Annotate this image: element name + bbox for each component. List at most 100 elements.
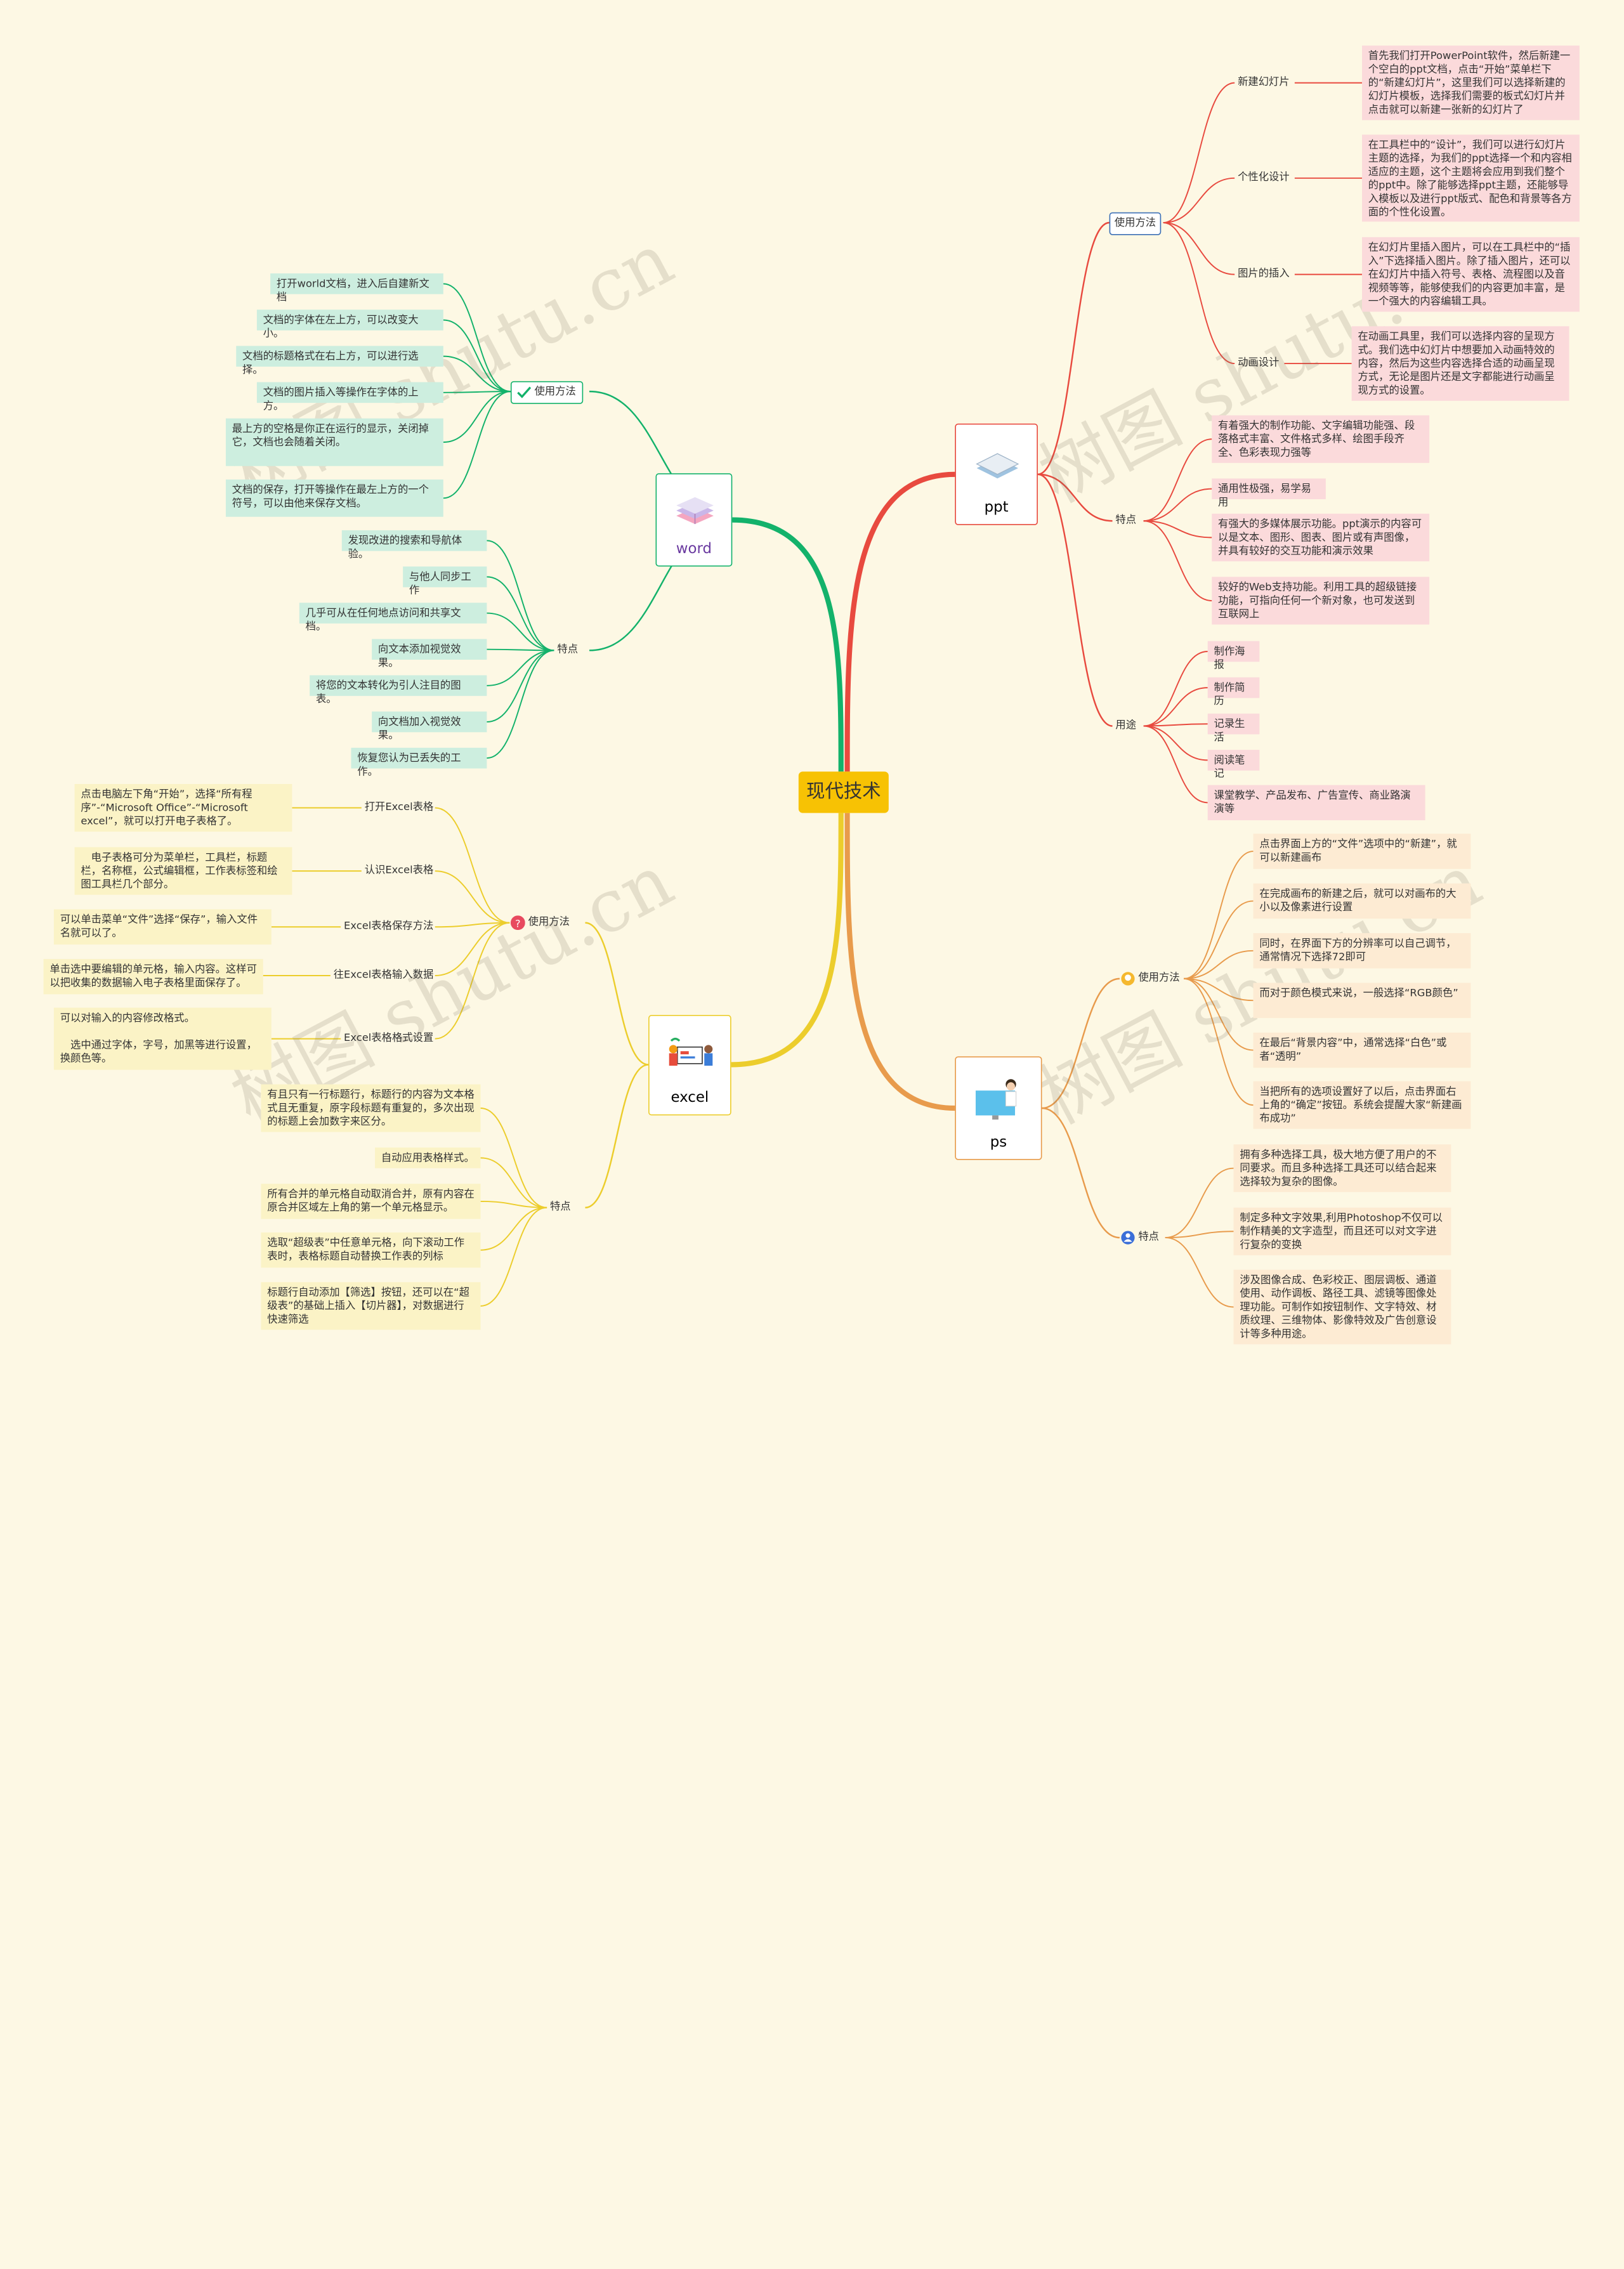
connector — [1037, 473, 1113, 727]
connector — [480, 1157, 547, 1208]
ps-usage-item: 点击界面上方的“文件”选项中的“新建”，就可以新建画布 — [1253, 834, 1471, 869]
root-topic[interactable]: 现代技术 — [798, 771, 889, 813]
svg-text:?: ? — [515, 917, 521, 929]
connector — [1143, 725, 1208, 761]
ps-feature-topic[interactable]: 特点 — [1120, 1228, 1162, 1246]
excel-feature-item: 自动应用表格样式。 — [375, 1148, 481, 1168]
ppt-usage-name: 动画设计 — [1238, 357, 1280, 369]
connector — [1143, 488, 1212, 522]
paper-stack-icon — [976, 453, 1019, 479]
excel-card[interactable]: excel — [648, 1015, 731, 1116]
ps-feature-item: 制定多种文字效果,利用Photoshop不仅可以制作精美的文字造型，而且还可以对… — [1233, 1207, 1451, 1255]
connector — [731, 813, 844, 1068]
connector — [585, 1064, 649, 1208]
word-feature-topic[interactable]: 特点 — [557, 644, 579, 656]
word-usage-topic[interactable]: 使用方法 — [510, 381, 584, 404]
connector — [1037, 473, 1113, 522]
excel-usage-desc: 可以对输入的内容修改格式。 选中通过字体，字号，加黑等进行设置，换颜色等。 — [53, 1007, 272, 1070]
ppt-feature-item: 有着强大的制作功能、文字编辑功能强、段落格式丰富、文件格式多样、绘图手段齐全、色… — [1212, 415, 1430, 463]
connector — [1184, 978, 1254, 1002]
excel-usage-desc: 单击选中要编辑的单元格，输入内容。这样可以把收集的数据输入电子表格里面保存了。 — [43, 958, 263, 995]
connector — [487, 540, 554, 651]
ps-usage-item: 在最后“背景内容”中，通常选择“白色”或者“透明” — [1253, 1032, 1471, 1068]
excel-usage-name: Excel表格保存方法 — [344, 920, 434, 932]
ppt-usage-topic[interactable]: 使用方法 — [1109, 212, 1162, 235]
ps-usage-item: 在完成画布的新建之后，就可以对画布的大小以及像素进行设置 — [1253, 883, 1471, 919]
ps-usage-topic[interactable]: 使用方法 — [1120, 969, 1183, 988]
ppt-usage-desc: 在工具栏中的“设计”，我们可以进行幻灯片主题的选择，为我们的ppt选择一个和内容… — [1362, 134, 1580, 222]
excel-usage-desc: 点击电脑左下角“开始”，选择“所有程序”-“Microsoft Office”-… — [74, 783, 292, 832]
connector — [443, 391, 511, 499]
connector — [1143, 438, 1212, 522]
connector — [1163, 177, 1235, 224]
connector — [435, 807, 510, 924]
ps-feature-item: 涉及图像合成、色彩校正、图层调板、通道使用、动作调板、路径工具、滤镜等图像处理功… — [1233, 1269, 1451, 1345]
connector — [1165, 1231, 1234, 1239]
connector — [1165, 1167, 1234, 1239]
connector — [443, 283, 511, 393]
excel-feature-item: 有且只有一行标题行，标题行的内容为文本格式且无重复，原字段标题有重复的，多次出现… — [261, 1084, 481, 1132]
ps-feature-label: 特点 — [1138, 1231, 1159, 1243]
connector — [1143, 520, 1212, 601]
ppt-label: ppt — [984, 499, 1009, 516]
connector — [480, 1206, 547, 1251]
connector — [480, 1206, 547, 1307]
connector — [443, 319, 511, 393]
excel-usage-label: 使用方法 — [528, 916, 570, 928]
connector — [443, 391, 511, 393]
connector — [1163, 222, 1235, 365]
excel-usage-desc: 电子表格可分为菜单栏，工具栏，标题栏，名称框，公式编辑框，工作表标签和绘图工具栏… — [74, 847, 292, 895]
ppt-feature-item: 通用性极强，易学易用 — [1212, 478, 1326, 509]
connector — [1163, 222, 1235, 275]
word-card[interactable]: word — [655, 473, 733, 567]
ppt-usage-name: 个性化设计 — [1238, 172, 1290, 183]
connector — [1042, 1107, 1120, 1239]
connector — [487, 650, 554, 686]
connector — [844, 471, 955, 772]
ps-usage-item: 而对于颜色模式来说，一般选择“RGB颜色” — [1253, 983, 1471, 1018]
connector — [435, 922, 510, 1040]
ppt-use-topic[interactable]: 用途 — [1115, 719, 1137, 731]
connector — [487, 648, 554, 651]
word-usage-item: 文档的字体在左上方，可以改变大小。 — [256, 310, 443, 340]
connector — [1143, 725, 1208, 804]
ppt-usage-name: 新建幻灯片 — [1238, 76, 1290, 88]
ppt-feature-item: 有强大的多媒体展示功能。ppt演示的内容可以是文本、图形、图表、图片或有声图像，… — [1212, 513, 1430, 561]
excel-label: excel — [671, 1089, 709, 1106]
connector — [480, 1200, 547, 1208]
ppt-usage-name: 图片的插入 — [1238, 268, 1290, 280]
excel-usage-name: 打开Excel表格 — [364, 801, 434, 813]
stacked-books-icon — [676, 497, 714, 525]
check-icon — [517, 386, 532, 398]
word-usage-item: 最上方的空格是你正在运行的显示，关闭掉它，文档也会随着关闭。 — [225, 418, 443, 466]
excel-feature-topic[interactable]: 特点 — [549, 1201, 571, 1213]
connector — [487, 612, 554, 651]
word-feature-item: 恢复您认为已丢失的工作。 — [351, 747, 487, 778]
connector — [1184, 950, 1254, 979]
connector — [1165, 1237, 1234, 1308]
word-usage-item: 文档的标题格式在右上方，可以进行选择。 — [236, 346, 443, 376]
designer-at-screen-icon — [976, 1079, 1017, 1120]
connector — [443, 355, 511, 393]
user-icon — [1121, 1231, 1135, 1245]
connector — [435, 922, 510, 976]
ppt-feature-item: 较好的Web支持功能。利用工具的超级链接功能，可指向任何一个新对象，也可发送到互… — [1212, 577, 1430, 625]
word-feature-item: 向文档加入视觉效果。 — [372, 711, 487, 742]
excel-usage-topic[interactable]: ? 使用方法 — [509, 913, 573, 932]
ppt-use-item: 阅读笔记 — [1207, 750, 1260, 780]
excel-feature-item: 标题行自动添加【筛选】按钮，还可以在“超级表”的基础上插入【切片器】，对数据进行… — [261, 1282, 481, 1330]
connector — [1184, 851, 1254, 979]
connector — [1184, 978, 1254, 1051]
ppt-card[interactable]: ppt — [955, 423, 1038, 525]
word-feature-item: 与他人同步工作 — [403, 566, 487, 596]
excel-usage-desc: 可以单击菜单“文件”选择“保存”，输入文件名就可以了。 — [53, 909, 272, 945]
ppt-feature-topic[interactable]: 特点 — [1115, 514, 1137, 526]
connector — [1184, 900, 1254, 979]
excel-usage-name: 认识Excel表格 — [364, 865, 434, 877]
connector — [732, 517, 844, 772]
word-usage-item: 打开world文档，进入后自建新文档 — [270, 273, 443, 303]
ps-card[interactable]: ps — [955, 1056, 1042, 1160]
word-label: word — [676, 540, 712, 558]
word-feature-item: 发现改进的搜索和导航体验。 — [341, 530, 487, 560]
connector — [435, 870, 510, 924]
